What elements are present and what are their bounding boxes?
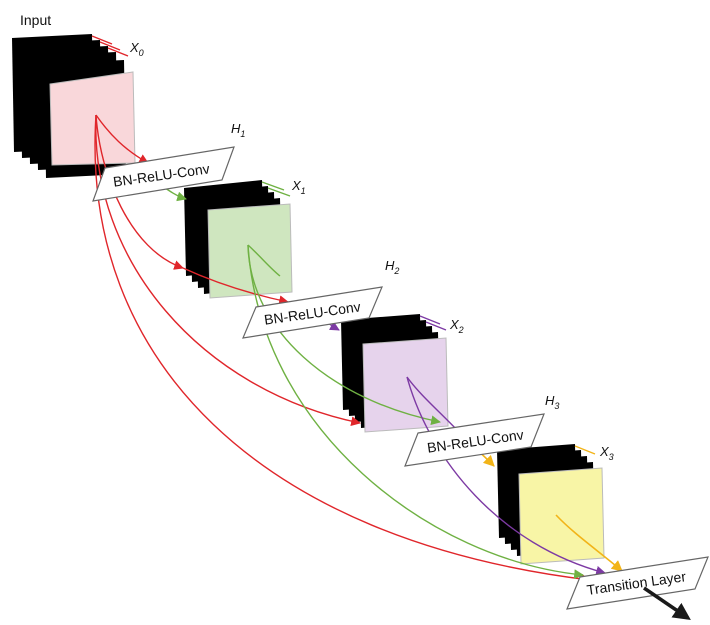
h2-label: H2 xyxy=(385,258,399,276)
input-label: Input xyxy=(20,12,51,28)
feature-map-x3-front xyxy=(518,467,605,565)
x3-label: X3 xyxy=(599,444,614,462)
layer-h2-box: BN-ReLU-Conv xyxy=(242,286,383,339)
h1-label: H1 xyxy=(231,121,245,139)
feature-map-x3-stack xyxy=(497,444,605,565)
feature-map-x0-stack xyxy=(12,34,136,178)
x2-label: X2 xyxy=(449,317,464,335)
x0-label: X0 xyxy=(129,40,144,58)
feature-map-x2-front xyxy=(362,337,449,433)
feature-map-x1-front xyxy=(207,203,293,299)
feature-map-x0-front xyxy=(49,71,136,166)
h3-label: H3 xyxy=(545,393,559,411)
feature-map-x1-stack xyxy=(184,180,293,299)
layer-h3-box: BN-ReLU-Conv xyxy=(404,413,545,467)
x0-connections xyxy=(94,114,591,584)
x1-label: X1 xyxy=(291,178,306,196)
transition-layer-box: Transition Layer xyxy=(566,556,709,610)
output-arrow xyxy=(643,586,691,620)
layer-h1-box: BN-ReLU-Conv xyxy=(92,146,235,202)
feature-map-x2-stack xyxy=(341,314,449,433)
